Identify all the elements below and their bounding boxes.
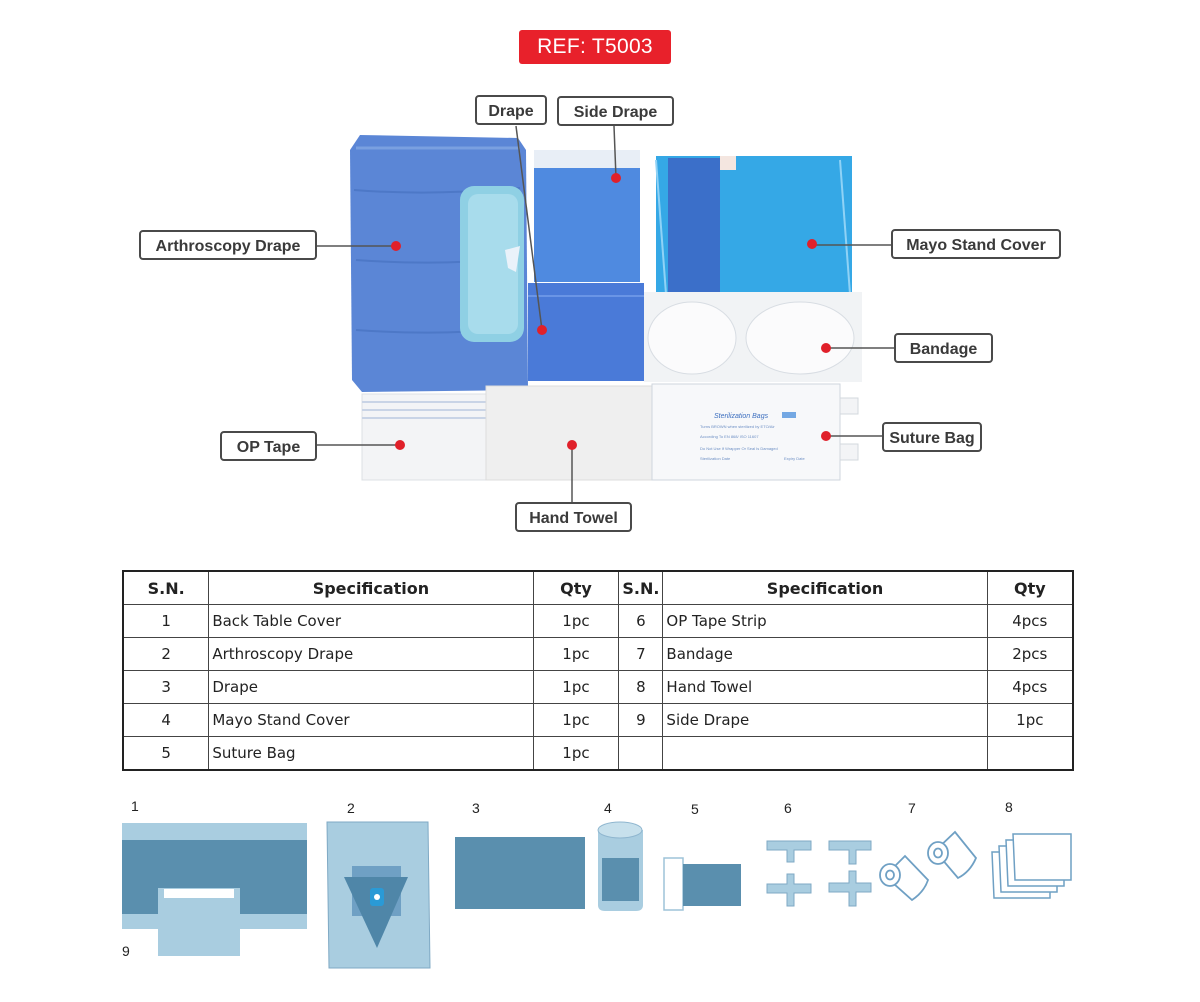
cell-qty: 1pc — [986, 703, 1074, 737]
label-arthroscopy-drape: Arthroscopy Drape — [139, 230, 317, 260]
table-row: 2 Arthroscopy Drape 1pc 7 Bandage 2pcs — [122, 637, 1074, 671]
hand-towel-icon — [991, 833, 1072, 899]
cell-spec: Mayo Stand Cover — [208, 703, 534, 737]
cell-sn: 4 — [122, 703, 210, 737]
cell-spec: Hand Towel — [662, 670, 988, 704]
package-line: According To EN 868/ ISO 11607 — [700, 434, 759, 439]
arthroscopy-drape-icon — [326, 821, 431, 969]
mayo-stand-cover-icon — [597, 821, 643, 911]
table-header-row: S.N. Specification Qty S.N. Specificatio… — [122, 570, 1074, 605]
header-sn: S.N. — [122, 570, 210, 605]
marker-dot — [821, 343, 831, 353]
cell-spec: OP Tape Strip — [662, 604, 988, 638]
label-mayo-stand-cover: Mayo Stand Cover — [891, 229, 1061, 259]
icon-number: 5 — [691, 801, 699, 817]
icon-number: 7 — [908, 800, 916, 816]
marker-dot — [395, 440, 405, 450]
marker-dot — [391, 241, 401, 251]
drape-image — [528, 283, 644, 381]
icon-number: 2 — [347, 800, 355, 816]
label-bandage: Bandage — [894, 333, 993, 363]
icon-number: 3 — [472, 800, 480, 816]
header-specification: Specification — [662, 570, 988, 605]
table-row: 3 Drape 1pc 8 Hand Towel 4pcs — [122, 670, 1074, 704]
label-hand-towel: Hand Towel — [515, 502, 632, 532]
cell-spec: Side Drape — [662, 703, 988, 737]
cell-spec: Arthroscopy Drape — [208, 637, 534, 671]
hand-towel-image — [485, 385, 657, 481]
cell-qty: 1pc — [532, 604, 620, 638]
suture-bag-icon — [663, 857, 741, 911]
package-line: Do Not Use If Wrapper Or Seal Is Damaged — [700, 446, 778, 451]
cell-spec: Back Table Cover — [208, 604, 534, 638]
cell-spec: Bandage — [662, 637, 988, 671]
icon-number: 1 — [131, 798, 139, 814]
header-sn: S.N. — [618, 570, 664, 605]
header-qty: Qty — [986, 570, 1074, 605]
label-side-drape: Side Drape — [557, 96, 674, 126]
cell-sn: 5 — [122, 736, 210, 771]
table-row: 4 Mayo Stand Cover 1pc 9 Side Drape 1pc — [122, 703, 1074, 737]
marker-dot — [611, 173, 621, 183]
leader-lines — [316, 125, 894, 502]
op-tape-icon — [766, 840, 872, 907]
cell-sn: 2 — [122, 637, 210, 671]
cell-sn — [618, 736, 664, 771]
header-specification: Specification — [208, 570, 534, 605]
product-photo: Sterilization Bags Turns BROWN when ster… — [316, 125, 894, 502]
marker-dot — [567, 440, 577, 450]
cell-qty: 1pc — [532, 637, 620, 671]
icon-number: 6 — [784, 800, 792, 816]
label-suture-bag: Suture Bag — [882, 422, 982, 452]
side-drape-icon — [158, 888, 240, 956]
back-table-cover-icon — [122, 823, 307, 929]
cell-qty: 1pc — [532, 703, 620, 737]
cell-qty: 1pc — [532, 670, 620, 704]
icon-number: 8 — [1005, 799, 1013, 815]
marker-dot — [537, 325, 547, 335]
spec-table: S.N. Specification Qty S.N. Specificatio… — [122, 570, 1074, 771]
cell-qty: 4pcs — [986, 670, 1074, 704]
ref-badge: REF: T5003 — [519, 30, 671, 64]
label-op-tape: OP Tape — [220, 431, 317, 461]
cell-qty: 2pcs — [986, 637, 1074, 671]
marker-dot — [821, 431, 831, 441]
cell-sn: 7 — [618, 637, 664, 671]
suture-bag-image: Sterilization Bags Turns BROWN when ster… — [651, 383, 859, 481]
mayo-stand-cover-image — [655, 156, 852, 295]
cell-spec: Suture Bag — [208, 736, 534, 771]
bandage-image — [644, 292, 862, 382]
package-title: Sterilization Bags — [714, 413, 769, 420]
package-line: Sterilization Date — [700, 456, 731, 461]
table-row: 5 Suture Bag 1pc — [122, 736, 1074, 771]
icon-number: 4 — [604, 800, 612, 816]
side-drape-image — [534, 150, 640, 282]
cell-spec — [662, 736, 988, 771]
cell-qty: 1pc — [532, 736, 620, 771]
package-line: Turns BROWN when sterilized by ETO/Air — [700, 424, 775, 429]
drape-icon — [455, 837, 585, 909]
op-tape-image — [361, 393, 489, 481]
table-row: 1 Back Table Cover 1pc 6 OP Tape Strip 4… — [122, 604, 1074, 638]
cell-sn: 1 — [122, 604, 210, 638]
marker-dot — [807, 239, 817, 249]
bandage-icon — [879, 830, 978, 902]
header-qty: Qty — [532, 570, 620, 605]
cell-qty — [986, 736, 1074, 771]
cell-qty: 4pcs — [986, 604, 1074, 638]
cell-sn: 3 — [122, 670, 210, 704]
cell-spec: Drape — [208, 670, 534, 704]
cell-sn: 9 — [618, 703, 664, 737]
package-line: Expiry Date — [784, 456, 805, 461]
cell-sn: 6 — [618, 604, 664, 638]
label-drape: Drape — [475, 95, 547, 125]
icon-number: 9 — [122, 943, 130, 959]
arthroscopy-drape-image — [350, 135, 528, 392]
cell-sn: 8 — [618, 670, 664, 704]
markers — [391, 173, 831, 450]
